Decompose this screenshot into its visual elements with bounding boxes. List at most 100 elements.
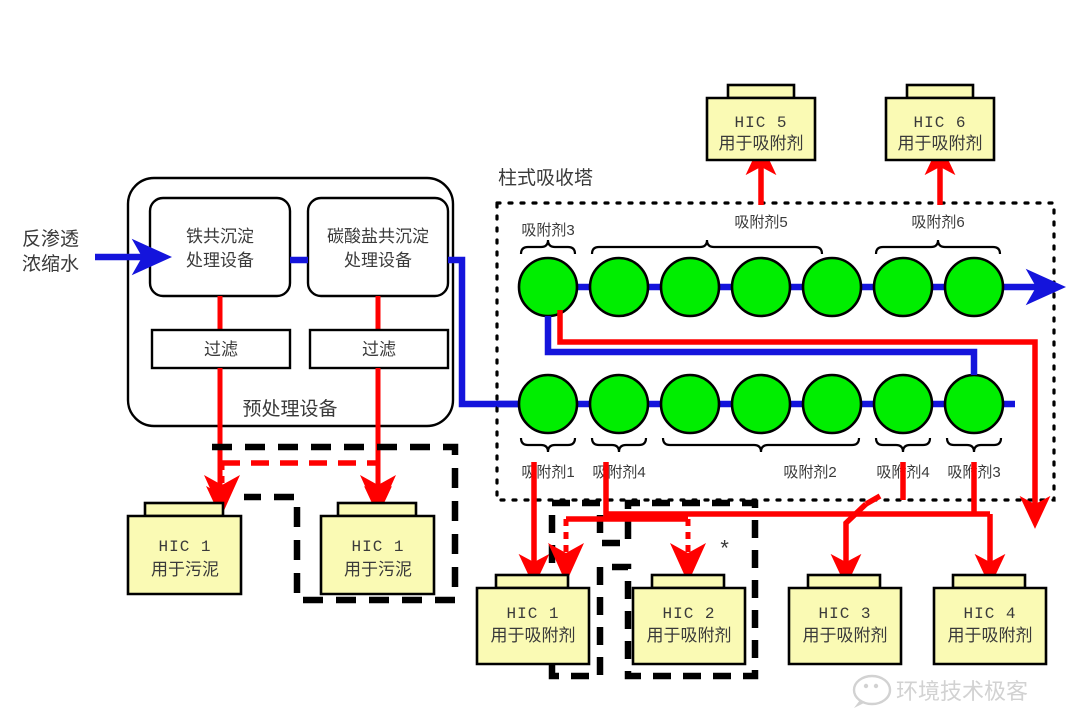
red-line-to-hic3-adsorbent xyxy=(830,502,868,587)
wechat-icon-eye-right xyxy=(873,683,879,689)
hic-lid-hic-5 xyxy=(726,83,796,100)
tower-dotted-boundary xyxy=(495,201,1056,502)
brace-bottom-group-1 xyxy=(519,437,577,453)
inlet-group: 反渗透 浓缩水 xyxy=(22,228,172,276)
hic-body-hic-1-ads xyxy=(475,586,591,666)
adsorbent-column-top-7 xyxy=(943,256,1005,318)
iron-coprecipitation-unit xyxy=(148,196,292,298)
tower-top-row: 吸附剂3 吸附剂5 吸附剂6 xyxy=(517,214,1066,318)
adsorbent-column-bottom-6 xyxy=(872,373,934,435)
hic-subtitle-hic-5: 用于吸附剂 xyxy=(719,134,804,153)
brace-top-group-1 xyxy=(519,239,577,255)
adsorbent-column-bottom-2 xyxy=(588,373,650,435)
adsorbent-column-top-2 xyxy=(588,256,650,318)
hic-title-hic-2-ads: HIC 2 xyxy=(662,605,715,623)
pretreatment-outer-box xyxy=(126,176,455,428)
hic-lid-hic-4-ads xyxy=(951,573,1027,590)
brace-bottom-group-5 xyxy=(945,437,1003,453)
hic-subtitle-hic-2-ads: 用于吸附剂 xyxy=(647,626,732,645)
pretreatment-caption: 预处理设备 xyxy=(242,398,337,420)
brace-top-group-3 xyxy=(874,239,1002,255)
carbonate-unit-label-line2: 处理设备 xyxy=(344,251,412,270)
adsorbent-column-bottom-5 xyxy=(801,373,863,435)
inlet-label-line2: 浓缩水 xyxy=(22,253,79,275)
hic-lid-hic-1-ads xyxy=(494,573,570,590)
inlet-label-line1: 反渗透 xyxy=(22,228,79,250)
carbonate-coprecipitation-unit xyxy=(306,196,450,298)
hic-title-hic-3-ads: HIC 3 xyxy=(818,605,871,623)
hic-title-hic-1-sludge-b: HIC 1 xyxy=(351,538,404,556)
hic-container-hic-5[interactable]: HIC 5 用于吸附剂 xyxy=(705,83,817,162)
red-jump-hic3 xyxy=(864,493,882,507)
main-water-flow-blue xyxy=(290,256,519,408)
blue-line-to-bottom-row xyxy=(448,256,519,408)
adsorbent-column-bottom-3 xyxy=(659,373,721,435)
adsorbent-column-top-1 xyxy=(517,256,579,318)
red-return-line-main xyxy=(557,310,1051,529)
tower-caption: 柱式吸收塔 xyxy=(498,167,593,189)
sludge-dashed-red-branch xyxy=(204,460,396,516)
hic-container-hic-4-ads[interactable]: HIC 4 用于吸附剂 xyxy=(932,573,1048,666)
hic-container-hic-1-ads[interactable]: HIC 1 用于吸附剂 xyxy=(475,573,591,666)
adsorbent-discharge-lines xyxy=(518,462,1006,587)
hic-body-hic-1-sludge-b xyxy=(319,514,436,596)
filter-label-2: 过滤 xyxy=(362,340,396,359)
hic-container-hic-2-ads[interactable]: HIC 2 用于吸附剂 xyxy=(631,573,747,666)
brace-label-bottom-2: 吸附剂4 xyxy=(592,464,645,481)
wechat-icon-eye-left xyxy=(863,683,869,689)
asterisk-annotation: * xyxy=(718,538,731,563)
watermark-group: 环境技术极客 xyxy=(852,674,1028,708)
hic-lid-hic-6 xyxy=(905,83,975,100)
hic-lid-hic-1-sludge-a xyxy=(143,501,225,518)
hic-container-hic-1-sludge-b[interactable]: HIC 1 用于污泥 xyxy=(319,501,436,596)
wechat-icon-tail xyxy=(854,700,864,708)
red-manifold-horizontal xyxy=(603,462,990,517)
hic-subtitle-hic-1-sludge-b: 用于污泥 xyxy=(344,560,412,579)
watermark-label: 环境技术极客 xyxy=(896,679,1028,704)
filter-label-1: 过滤 xyxy=(204,340,238,359)
brace-label-bottom-1: 吸附剂1 xyxy=(521,464,574,481)
adsorbent-column-top-4 xyxy=(730,256,792,318)
hic-subtitle-hic-1-sludge-a: 用于污泥 xyxy=(151,560,219,579)
adsorbent-column-bottom-7 xyxy=(943,373,1005,435)
brace-label-bottom-3: 吸附剂2 xyxy=(783,464,836,481)
dashed-boundary-sludge-alt xyxy=(212,443,459,604)
hic-title-hic-6: HIC 6 xyxy=(913,114,966,132)
brace-bottom-group-3 xyxy=(661,437,861,453)
hic-container-hic-6[interactable]: HIC 6 用于吸附剂 xyxy=(884,83,996,162)
brace-label-top-3: 吸附剂6 xyxy=(911,214,964,231)
adsorbent-dashed-red-branch: * xyxy=(548,516,731,584)
absorption-tower-group: 柱式吸收塔 xyxy=(495,167,1056,502)
hic-container-hic-1-sludge-a[interactable]: HIC 1 用于污泥 xyxy=(126,501,243,596)
top-hic-feed-lines xyxy=(745,142,956,205)
tower-interconnect-blue xyxy=(544,316,978,375)
brace-label-top-1: 吸附剂3 xyxy=(521,222,574,239)
adsorbent-column-bottom-4 xyxy=(730,373,792,435)
hic-lid-hic-2-ads xyxy=(650,573,726,590)
hic-subtitle-hic-3-ads: 用于吸附剂 xyxy=(803,626,888,645)
pretreatment-group: 铁共沉淀 处理设备 碳酸盐共沉淀 处理设备 过滤 过滤 预处理设备 xyxy=(126,176,455,428)
filter-box-2 xyxy=(308,328,450,370)
adsorbent-column-top-6 xyxy=(872,256,934,318)
hic-body-hic-1-sludge-a xyxy=(126,514,243,596)
hic-subtitle-hic-4-ads: 用于吸附剂 xyxy=(948,626,1033,645)
iron-unit-label-line2: 处理设备 xyxy=(186,251,254,270)
hic-subtitle-hic-1-ads: 用于吸附剂 xyxy=(491,626,576,645)
adsorbent-column-top-5 xyxy=(801,256,863,318)
adsorbent-column-top-3 xyxy=(659,256,721,318)
brace-bottom-group-2 xyxy=(590,437,648,453)
hic-lid-hic-1-sludge-b xyxy=(336,501,418,518)
hic-body-hic-4-ads xyxy=(932,586,1048,666)
hic-lid-hic-3-ads xyxy=(806,573,882,590)
hic-subtitle-hic-6: 用于吸附剂 xyxy=(898,134,983,153)
tower-red-return xyxy=(557,310,1051,529)
brace-bottom-group-4 xyxy=(874,437,932,453)
hic-title-hic-5: HIC 5 xyxy=(734,114,787,132)
iron-unit-label-line1: 铁共沉淀 xyxy=(186,227,254,246)
hic-body-hic-3-ads xyxy=(787,586,903,666)
adsorbent-column-bottom-1 xyxy=(517,373,579,435)
hic-body-hic-6 xyxy=(884,96,996,162)
hic-container-hic-3-ads[interactable]: HIC 3 用于吸附剂 xyxy=(787,573,903,666)
